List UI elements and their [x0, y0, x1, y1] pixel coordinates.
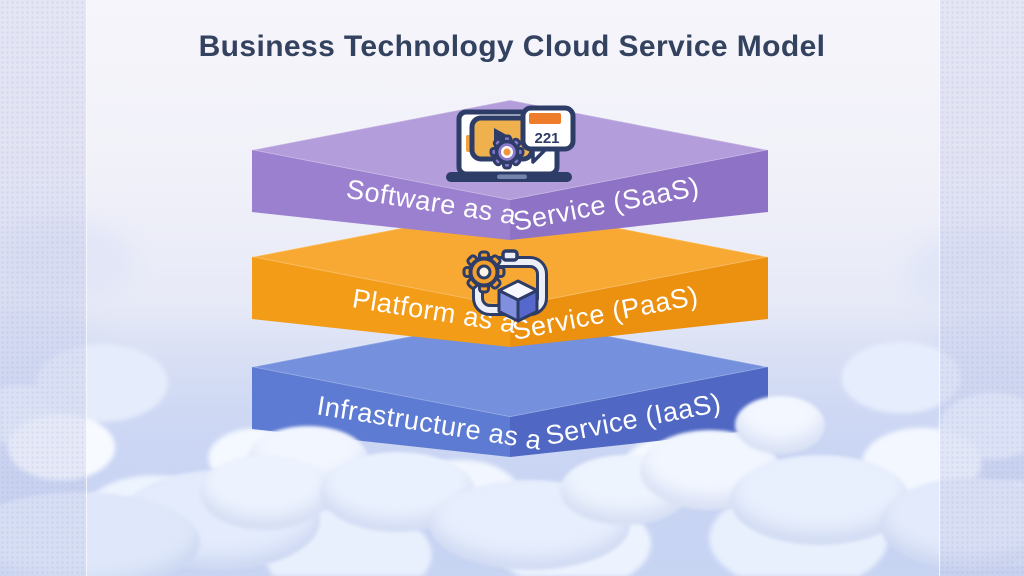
paas-left-face	[252, 257, 510, 347]
gear-icon	[462, 250, 506, 294]
gear-hole	[476, 264, 492, 280]
gear-pipeline-cube-icon	[462, 249, 548, 323]
gear-center	[503, 148, 511, 156]
layer-paas: Platform as a Service (PaaS)	[251, 206, 769, 347]
cloud-puff	[735, 396, 825, 454]
layer-saas: Software as a Service (SaaS)	[251, 99, 769, 240]
saas-right-face	[510, 150, 768, 240]
saas-left-face	[252, 150, 510, 240]
page-title: Business Technology Cloud Service Model	[198, 30, 826, 63]
paas-right-face	[510, 257, 768, 347]
cube-right	[516, 289, 539, 323]
pipeline-top-nub	[501, 249, 519, 262]
gear-icon	[489, 134, 525, 170]
notification-bubble: 221	[520, 105, 576, 164]
laptop-video-gear-notification-icon: 221	[446, 105, 576, 182]
cube-icon	[497, 279, 539, 323]
bubble-orange-bar	[529, 113, 561, 124]
cloud-puff	[880, 478, 1024, 570]
laptop-base-notch	[497, 174, 527, 179]
notification-count: 221	[534, 130, 559, 147]
cloud-puff	[200, 455, 330, 530]
